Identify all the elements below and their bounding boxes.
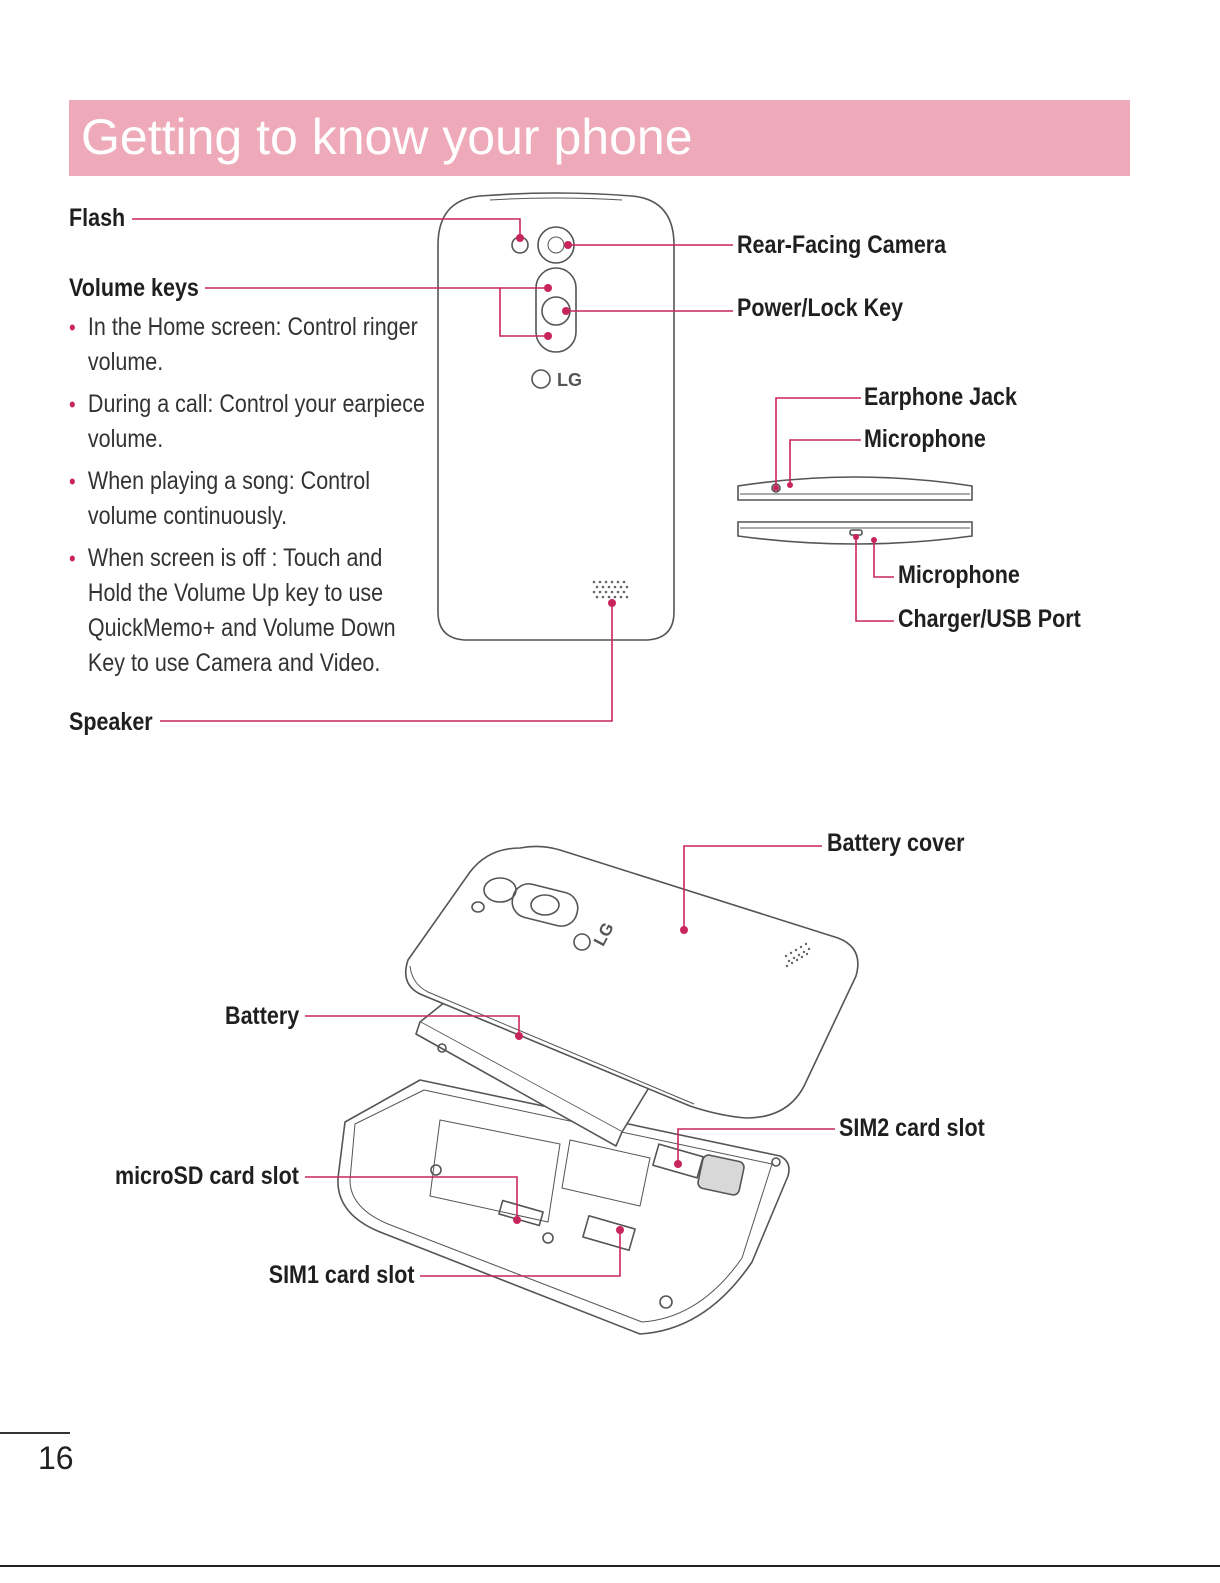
list-item: When screen is off : Touch and Hold the … bbox=[69, 541, 430, 681]
label-battery-cover: Battery cover bbox=[827, 829, 965, 857]
rear-callout-dots bbox=[516, 234, 877, 607]
label-power-lock-key: Power/Lock Key bbox=[737, 294, 904, 322]
rear-brand-logo: LG bbox=[557, 370, 582, 390]
page-number: 16 bbox=[38, 1440, 74, 1476]
label-microphone-top: Microphone bbox=[864, 425, 986, 453]
edge-views bbox=[737, 476, 973, 545]
label-volume-keys: Volume keys bbox=[69, 274, 199, 302]
label-microsd-card-slot: microSD card slot bbox=[115, 1162, 299, 1190]
label-microphone-bottom: Microphone bbox=[898, 561, 1020, 589]
cover-speaker-grille-icon bbox=[784, 942, 811, 968]
exploded-phone-drawing: LG bbox=[337, 845, 859, 1335]
sim2-slot-icon bbox=[652, 1143, 704, 1179]
bottom-edge-view bbox=[737, 521, 973, 545]
title-banner: Getting to know your phone bbox=[69, 100, 1130, 176]
list-item: In the Home screen: Control ringer volum… bbox=[69, 310, 430, 380]
label-sim1-card-slot: SIM1 card slot bbox=[268, 1261, 414, 1289]
label-sim2-card-slot: SIM2 card slot bbox=[839, 1114, 985, 1142]
lg-logo-icon bbox=[531, 369, 551, 389]
label-speaker: Speaker bbox=[69, 708, 153, 736]
footer-rule bbox=[0, 1432, 70, 1434]
camera-module-icon bbox=[697, 1154, 745, 1196]
page-title: Getting to know your phone bbox=[81, 109, 693, 165]
volume-rocker bbox=[535, 267, 577, 353]
label-charger-usb-port: Charger/USB Port bbox=[898, 605, 1081, 633]
top-edge-view bbox=[737, 476, 973, 501]
list-item: When playing a song: Control volume cont… bbox=[69, 464, 430, 534]
list-item: During a call: Control your earpiece vol… bbox=[69, 387, 430, 457]
rear-callouts bbox=[132, 218, 894, 722]
label-flash: Flash bbox=[69, 204, 126, 232]
phone-body bbox=[337, 1079, 790, 1335]
cover-lg-logo-icon bbox=[573, 933, 591, 951]
bottom-rule bbox=[0, 1565, 1220, 1567]
exploded-callout-dots bbox=[513, 926, 688, 1234]
exploded-callouts bbox=[305, 845, 835, 1277]
label-rear-camera: Rear-Facing Camera bbox=[737, 231, 947, 259]
battery-cover-drawing bbox=[404, 845, 859, 1119]
sim1-slot-icon bbox=[582, 1215, 636, 1251]
cover-key-cutout-icon bbox=[511, 883, 579, 927]
label-battery: Battery bbox=[224, 1002, 299, 1030]
label-earphone-jack: Earphone Jack bbox=[864, 383, 1017, 411]
speaker-grille-icon bbox=[592, 580, 629, 599]
volume-keys-description: In the Home screen: Control ringer volum… bbox=[69, 310, 489, 688]
